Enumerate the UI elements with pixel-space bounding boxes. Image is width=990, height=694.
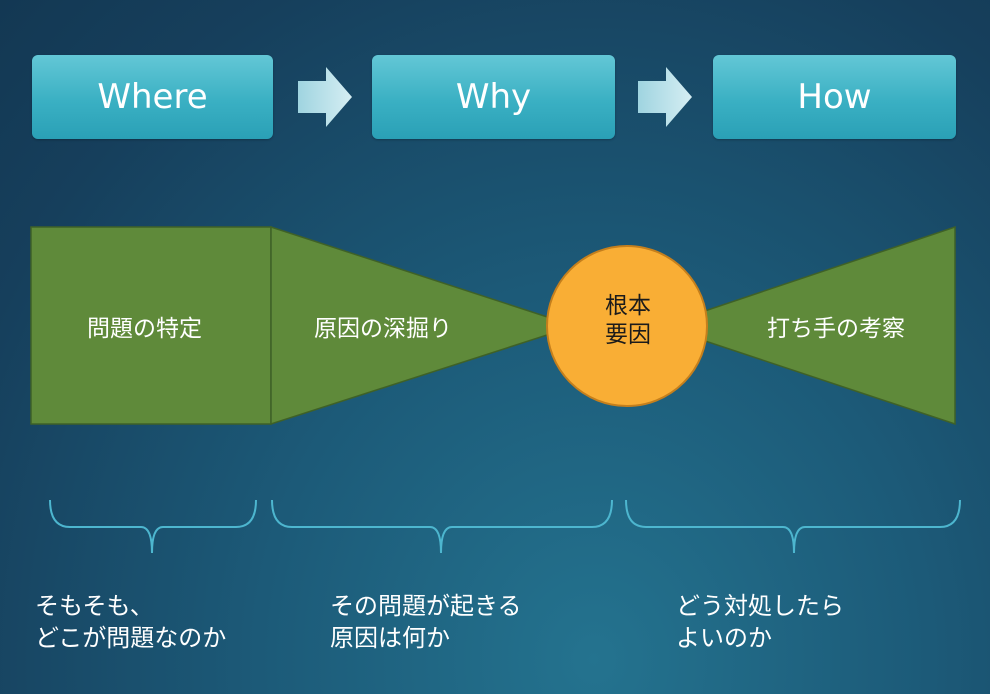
root-cause-line1: 根本 bbox=[605, 293, 651, 319]
description-where-line1: そもそも、 bbox=[35, 592, 154, 620]
description-where: そもそも、 どこが問題なのか bbox=[35, 590, 226, 654]
root-cause-line2: 要因 bbox=[605, 322, 651, 348]
phase-identify-label: 問題の特定 bbox=[87, 316, 202, 342]
arrow-right-icon bbox=[638, 67, 692, 127]
step-how: How bbox=[713, 55, 956, 139]
brace-why bbox=[271, 499, 613, 554]
step-how-label: How bbox=[797, 77, 872, 117]
description-how-line1: どう対処したら bbox=[676, 592, 844, 620]
step-why-label: Why bbox=[455, 77, 532, 117]
description-why-line2: 原因は何か bbox=[330, 624, 450, 652]
phase-dig-label: 原因の深掘り bbox=[314, 316, 452, 342]
dig-funnel bbox=[270, 225, 578, 426]
step-where: Where bbox=[32, 55, 273, 139]
brace-how bbox=[625, 499, 961, 554]
step-why: Why bbox=[372, 55, 615, 139]
description-why-line1: その問題が起きる bbox=[330, 592, 522, 620]
consider-funnel bbox=[657, 225, 956, 426]
description-where-line2: どこが問題なのか bbox=[35, 624, 227, 652]
root-cause-label: 根本 要因 bbox=[578, 292, 678, 350]
description-how: どう対処したら よいのか bbox=[676, 590, 844, 654]
root-cause-circle bbox=[546, 245, 708, 407]
identify-box bbox=[30, 226, 272, 425]
description-how-line2: よいのか bbox=[676, 624, 772, 652]
arrow-right-icon bbox=[298, 67, 352, 127]
phase-consider-label: 打ち手の考察 bbox=[767, 316, 905, 342]
brace-where bbox=[49, 499, 257, 554]
description-why: その問題が起きる 原因は何か bbox=[330, 590, 522, 654]
step-where-label: Where bbox=[97, 77, 208, 117]
